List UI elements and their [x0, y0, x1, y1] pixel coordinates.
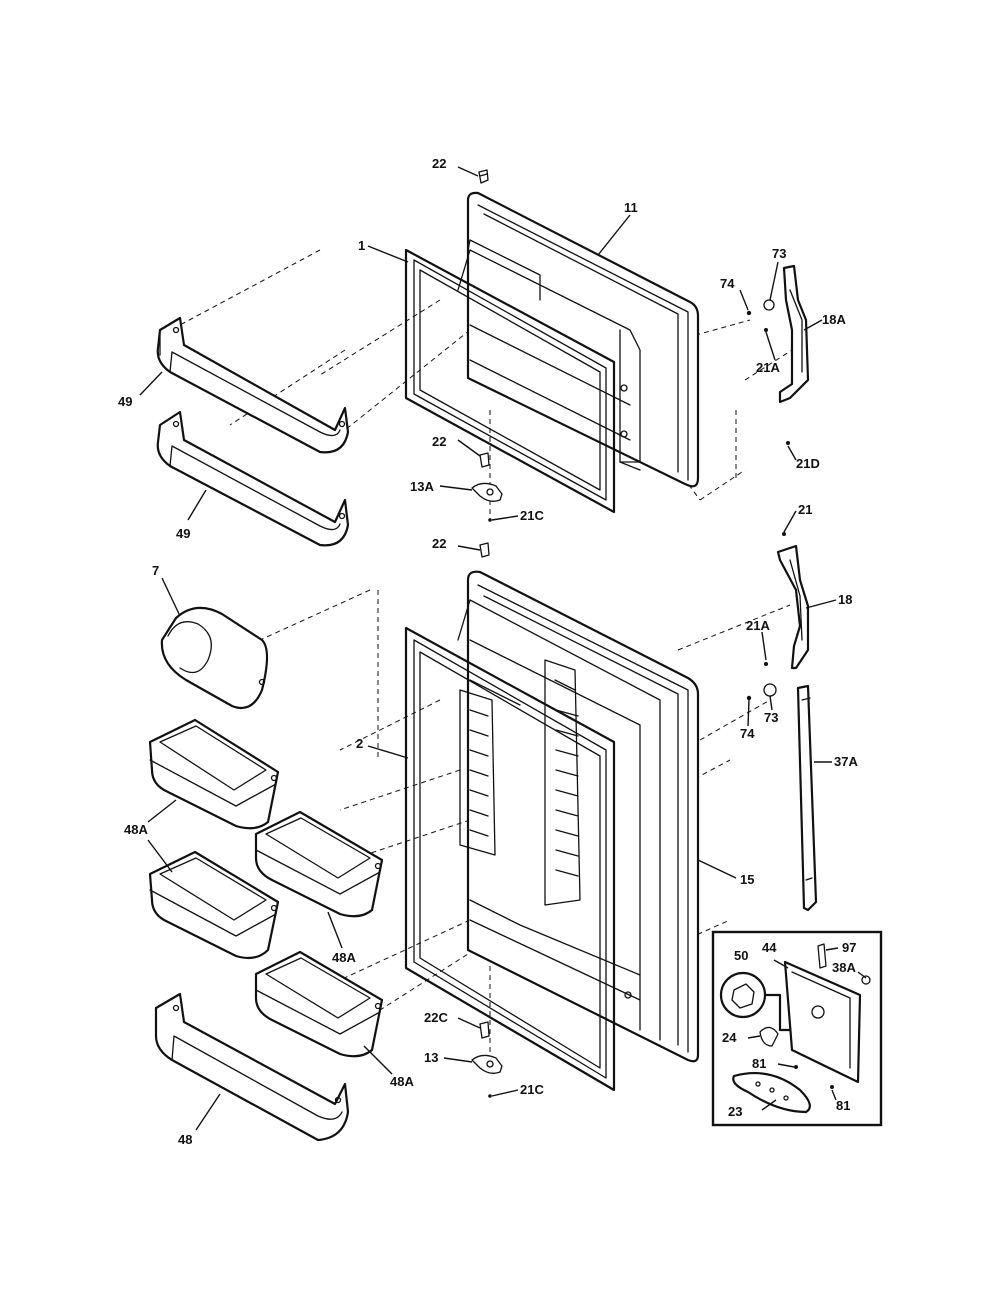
screw-22-top	[478, 169, 489, 184]
label-49-lower: 49	[176, 526, 190, 541]
label-21D: 21D	[796, 456, 820, 471]
handle-18A	[778, 264, 810, 404]
dairy-container-7	[160, 606, 269, 710]
label-38A: 38A	[832, 960, 856, 975]
label-11: 11	[624, 200, 638, 215]
hinge-13	[471, 1054, 503, 1074]
label-21C-bottom: 21C	[520, 1082, 544, 1097]
label-44: 44	[762, 940, 777, 955]
label-24: 24	[722, 1030, 737, 1045]
screw-21	[782, 532, 786, 536]
door-shelf-49-upper	[156, 316, 350, 454]
door-bin-48A-middle	[254, 810, 384, 918]
label-81-left: 81	[752, 1056, 766, 1071]
screw-73-top	[763, 299, 775, 311]
freezer-door-gasket-1	[404, 248, 616, 514]
door-shelf-49-lower	[156, 410, 350, 547]
door-bin-48A-upper-left	[148, 718, 280, 830]
label-74-top: 74	[720, 276, 735, 291]
screw-74-top	[746, 310, 752, 316]
handle-18	[776, 544, 810, 670]
label-50: 50	[734, 948, 748, 963]
label-48A-middle: 48A	[332, 950, 356, 965]
screw-73-bottom	[763, 683, 777, 697]
label-48A-left: 48A	[124, 822, 148, 837]
label-74-bottom: 74	[740, 726, 755, 741]
fresh-food-door-gasket-2	[404, 626, 616, 1092]
label-22C: 22C	[424, 1010, 448, 1025]
screw-74-bottom	[746, 695, 752, 701]
door-bin-48A-lower-left	[148, 850, 280, 960]
label-22-middle: 22	[432, 434, 446, 449]
label-1: 1	[358, 238, 365, 253]
label-21: 21	[798, 502, 812, 517]
label-73-top: 73	[772, 246, 786, 261]
label-7: 7	[152, 563, 159, 578]
handle-trim-37A	[796, 684, 818, 912]
dispenser-inset-box	[711, 930, 883, 1127]
label-49-upper: 49	[118, 394, 132, 409]
label-73-bottom: 73	[764, 710, 778, 725]
label-21A-top: 21A	[756, 360, 780, 375]
label-22-top: 22	[432, 156, 446, 171]
label-21A-bottom: 21A	[746, 618, 770, 633]
hinge-13A	[471, 482, 503, 502]
label-37A: 37A	[834, 754, 858, 769]
screw-22-lower	[479, 542, 490, 558]
fresh-food-door-outer-15	[457, 570, 700, 1063]
callout-leaders	[139, 166, 867, 1131]
label-22-lower: 22	[432, 536, 446, 551]
callout-labels: 22 11 1 73 74 18A 21A 21D 49 49 22 13A 2…	[118, 156, 858, 1147]
screw-22-middle	[479, 452, 490, 468]
screw-21A-top	[764, 328, 768, 332]
label-97: 97	[842, 940, 856, 955]
screw-21C-bottom	[488, 1094, 492, 1098]
label-18A: 18A	[822, 312, 846, 327]
label-23: 23	[728, 1104, 742, 1119]
label-81-right: 81	[836, 1098, 850, 1113]
screw-22C	[479, 1021, 490, 1039]
label-15: 15	[740, 872, 754, 887]
screw-21A-bottom	[764, 662, 768, 666]
screw-21C-top	[488, 518, 492, 522]
door-shelf-48	[154, 992, 350, 1142]
freezer-door-outer-11	[457, 191, 700, 488]
label-48: 48	[178, 1132, 192, 1147]
label-2: 2	[356, 736, 363, 751]
label-13: 13	[424, 1050, 438, 1065]
screw-21D	[786, 441, 790, 445]
label-48A-lower: 48A	[390, 1074, 414, 1089]
door-bin-48A-lower	[254, 950, 384, 1058]
label-13A: 13A	[410, 479, 434, 494]
label-18: 18	[838, 592, 852, 607]
label-21C-top: 21C	[520, 508, 544, 523]
